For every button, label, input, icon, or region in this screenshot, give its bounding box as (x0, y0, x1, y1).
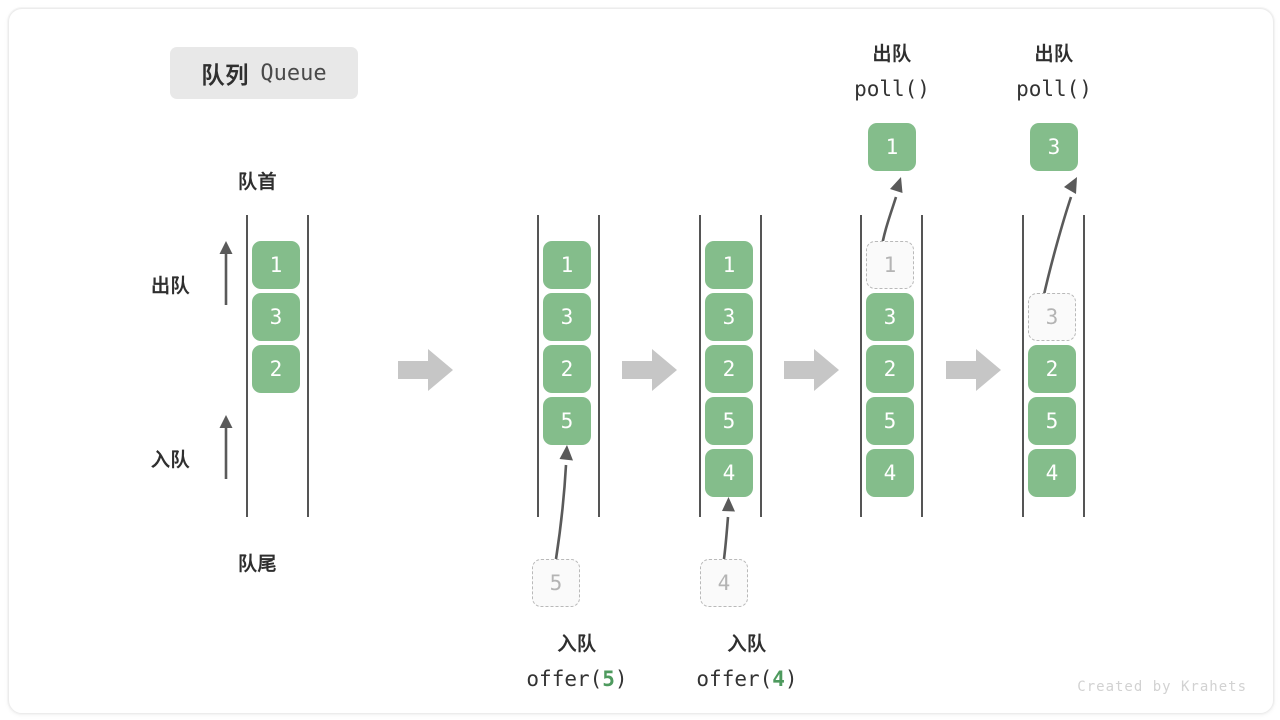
ghost-cell-incoming: 4 (700, 559, 748, 607)
queue-cell-new: 5 (543, 397, 591, 445)
rail-left-col5 (1022, 215, 1024, 517)
caption-cn: 出队 (1034, 44, 1074, 65)
queue-cell: 3 (252, 293, 300, 341)
caption-poll-1: 出队 poll() (817, 37, 967, 107)
queue-cell: 2 (252, 345, 300, 393)
diagram-canvas: 队列 Queue 队首 队尾 出队 入队 1 3 2 1 3 2 5 5 入队 … (8, 8, 1274, 714)
code-pre: offer( (696, 667, 773, 691)
caption-cn: 出队 (872, 44, 912, 65)
rail-left-col3 (699, 215, 701, 517)
rail-right-col1 (307, 215, 309, 517)
ghost-cell-popped: 3 (1028, 293, 1076, 341)
footer-credit: Created by Krahets (1077, 679, 1247, 695)
queue-cell: 2 (705, 345, 753, 393)
code-post: ) (784, 667, 798, 691)
queue-cell: 1 (252, 241, 300, 289)
queue-cell: 2 (866, 345, 914, 393)
step-arrow-icon (946, 349, 1001, 391)
queue-cell: 3 (543, 293, 591, 341)
rail-right-col2 (598, 215, 600, 517)
caption-offer-5: 入队 offer(5) (487, 627, 667, 697)
queue-cell: 2 (543, 345, 591, 393)
enqueue-arrow-icon (219, 415, 233, 479)
caption-offer-4: 入队 offer(4) (657, 627, 837, 697)
ghost-cell-popped: 1 (866, 241, 914, 289)
code-pre: offer( (526, 667, 603, 691)
rail-right-col5 (1083, 215, 1085, 517)
title-chinese: 队列 (201, 62, 250, 88)
queue-cell: 4 (866, 449, 914, 497)
title-english: Queue (260, 60, 327, 86)
code-num: 5 (602, 667, 615, 691)
caption-code: offer(4) (657, 662, 837, 697)
step-arrow-icon (398, 349, 453, 391)
enqueue-motion-arrow-icon (554, 445, 573, 560)
queue-cell-new: 4 (705, 449, 753, 497)
caption-poll-3: 出队 poll() (979, 37, 1129, 107)
queue-cell: 1 (543, 241, 591, 289)
queue-cell: 5 (866, 397, 914, 445)
caption-cn: 入队 (727, 634, 767, 655)
step-arrow-icon (784, 349, 839, 391)
enqueue-motion-arrow-icon (722, 497, 735, 560)
rail-left-col1 (246, 215, 248, 517)
caption-code: poll() (854, 77, 930, 101)
caption-code: offer(5) (487, 662, 667, 697)
queue-cell: 2 (1028, 345, 1076, 393)
rail-right-col3 (760, 215, 762, 517)
diagram-title-badge: 队列 Queue (170, 47, 358, 99)
code-post: ) (614, 667, 628, 691)
popped-cell: 3 (1030, 123, 1078, 171)
label-queue-head: 队首 (238, 172, 278, 193)
queue-cell: 1 (705, 241, 753, 289)
label-queue-tail: 队尾 (238, 554, 278, 575)
queue-cell: 3 (705, 293, 753, 341)
caption-cn: 入队 (557, 634, 597, 655)
caption-code: poll() (1016, 77, 1092, 101)
label-dequeue-col1: 出队 (151, 276, 191, 297)
step-arrow-icon (622, 349, 677, 391)
queue-cell: 4 (1028, 449, 1076, 497)
queue-cell: 5 (1028, 397, 1076, 445)
rail-left-col4 (860, 215, 862, 517)
ghost-cell-incoming: 5 (532, 559, 580, 607)
queue-cell: 5 (705, 397, 753, 445)
rail-left-col2 (537, 215, 539, 517)
dequeue-motion-arrow-icon (1041, 177, 1077, 300)
queue-cell: 3 (866, 293, 914, 341)
popped-cell: 1 (868, 123, 916, 171)
dequeue-arrow-icon (219, 241, 233, 305)
label-enqueue-col1: 入队 (151, 450, 191, 471)
rail-right-col4 (921, 215, 923, 517)
code-num: 4 (772, 667, 785, 691)
